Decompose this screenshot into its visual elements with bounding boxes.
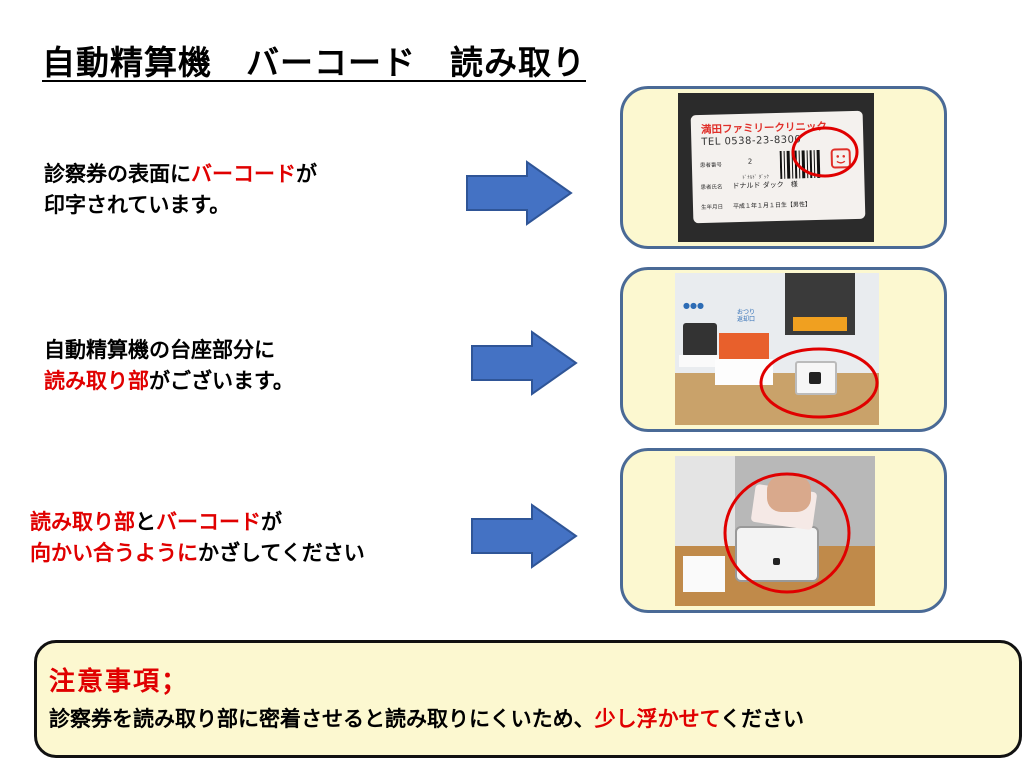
text-segment: かざしてください [198,541,365,565]
highlight-text: バーコード [191,162,296,186]
step-1-line-2: 印字されています。 [44,190,317,221]
highlight-text: 向かい合うように [30,541,198,565]
machine-logo-icon: ●●● [683,301,704,310]
caution-body: 診察券を読み取り部に密着させると読み取りにくいため、少し浮かせてください [49,703,804,733]
reader-lens [809,372,821,384]
text-segment: と [135,510,156,534]
step-3-text: 読み取り部とバーコードが 向かい合うようにかざしてください [30,507,365,569]
text-segment: が [261,510,282,534]
step-3-line-2: 向かい合うようにかざしてください [30,538,365,569]
barcode-reader [735,526,819,582]
highlight-text: 読み取り部 [44,369,149,393]
step-2-text: 自動精算機の台座部分に 読み取り部がございます。 [44,335,294,397]
coin-tray [683,323,717,357]
caution-heading: 注意事項； [49,667,190,697]
card-name-label: 患者氏名 [700,184,723,192]
text-segment: 自動精算機の台座部分に [44,338,275,362]
caution-box: 注意事項； 診察券を読み取り部に密着させると読み取りにくいため、少し浮かせてくだ… [34,640,1022,758]
card-patient-no: 2 [747,157,753,166]
scan-photo [675,456,875,606]
highlight-circle [759,347,879,419]
card-photo: 満田ファミリークリニック TEL 0538-23-8300 患者番号 2 ﾄﾞﾅ… [678,93,874,242]
counter-surface [675,373,879,425]
step-1-line-1: 診察券の表面にバーコードが [44,159,317,190]
highlight-circle [791,126,859,178]
receipt-box [719,333,769,361]
card-name: ドナルド ダック 様 [732,180,798,191]
tray-base [683,556,725,592]
highlight-text: バーコード [156,510,261,534]
card-dob-label: 生年月日 [700,204,724,212]
reader-lens [773,558,780,565]
step-2-line-1: 自動精算機の台座部分に [44,335,294,366]
card-dob: 平成１年１月１日生【男性】 [732,201,812,211]
arrow-right-icon [466,160,573,226]
barcode-reader [795,361,837,395]
page-title: 自動精算機 バーコード 読み取り [42,43,586,82]
tray-base [679,355,723,367]
card-tel: TEL 0538-23-8300 [701,134,802,148]
card-patient-no-label: 患者番号 [699,162,723,170]
arrow-right-icon [471,330,578,396]
text-segment: ください [719,707,804,731]
text-segment: 印字されています。 [44,193,231,217]
text-segment: がございます。 [149,369,294,393]
arrow-right-icon [471,503,578,569]
text-segment: が [296,162,317,186]
text-segment: 診察券を読み取り部に密着させると読み取りにくいため、 [49,707,595,731]
text-segment: 診察券の表面に [44,162,191,186]
step-2-line-2: 読み取り部がございます。 [44,366,294,397]
card-slot [793,317,847,331]
step-1-text: 診察券の表面にバーコードが 印字されています。 [44,159,317,221]
machine-photo: ●●● おつり 返却口 [675,273,879,425]
hand [767,476,811,512]
highlight-text: 読み取り部 [30,510,135,534]
step-3-line-1: 読み取り部とバーコードが [30,507,365,538]
clinic-logo-icon [830,148,851,169]
highlight-circle [723,472,851,594]
change-return-sign: おつり 返却口 [737,309,756,323]
highlight-text: 少し浮かせて [594,707,720,731]
